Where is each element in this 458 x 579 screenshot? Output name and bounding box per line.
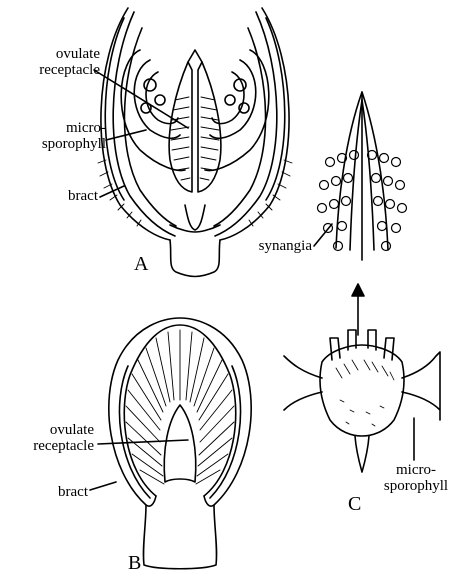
panel-a-drawing: [98, 8, 292, 277]
panel-a-bract-outer-left-2: [105, 18, 124, 200]
panel-b-label-bract: bract: [8, 484, 88, 500]
panel-a-letter: A: [134, 253, 148, 276]
panel-c-drawing: [284, 92, 440, 472]
panel-b-receptacle-hollow: [164, 405, 196, 482]
panel-a-bract-outer-left: [101, 8, 170, 240]
panel-c-letter: C: [348, 493, 361, 516]
panel-b-stalk: [143, 505, 216, 569]
panel-a-label-microsporophyll: micro-sporophyll: [8, 120, 106, 152]
panel-a-bract-outer-right: [220, 8, 289, 240]
panel-c-arm-right: [402, 352, 440, 420]
panel-a-stalk: [170, 240, 220, 277]
panel-c-label-microsporophyll: micro-sporophyll: [374, 462, 458, 494]
panel-a-label-bract: bract: [8, 188, 98, 204]
panel-b-letter: B: [128, 552, 141, 575]
panel-b-leader-bract: [90, 482, 116, 490]
panel-c-arm-left: [284, 356, 322, 410]
panel-c-arrowhead: [352, 284, 364, 296]
panel-b-drawing: [109, 318, 251, 569]
panel-c-label-synangia: synangia: [224, 238, 312, 254]
